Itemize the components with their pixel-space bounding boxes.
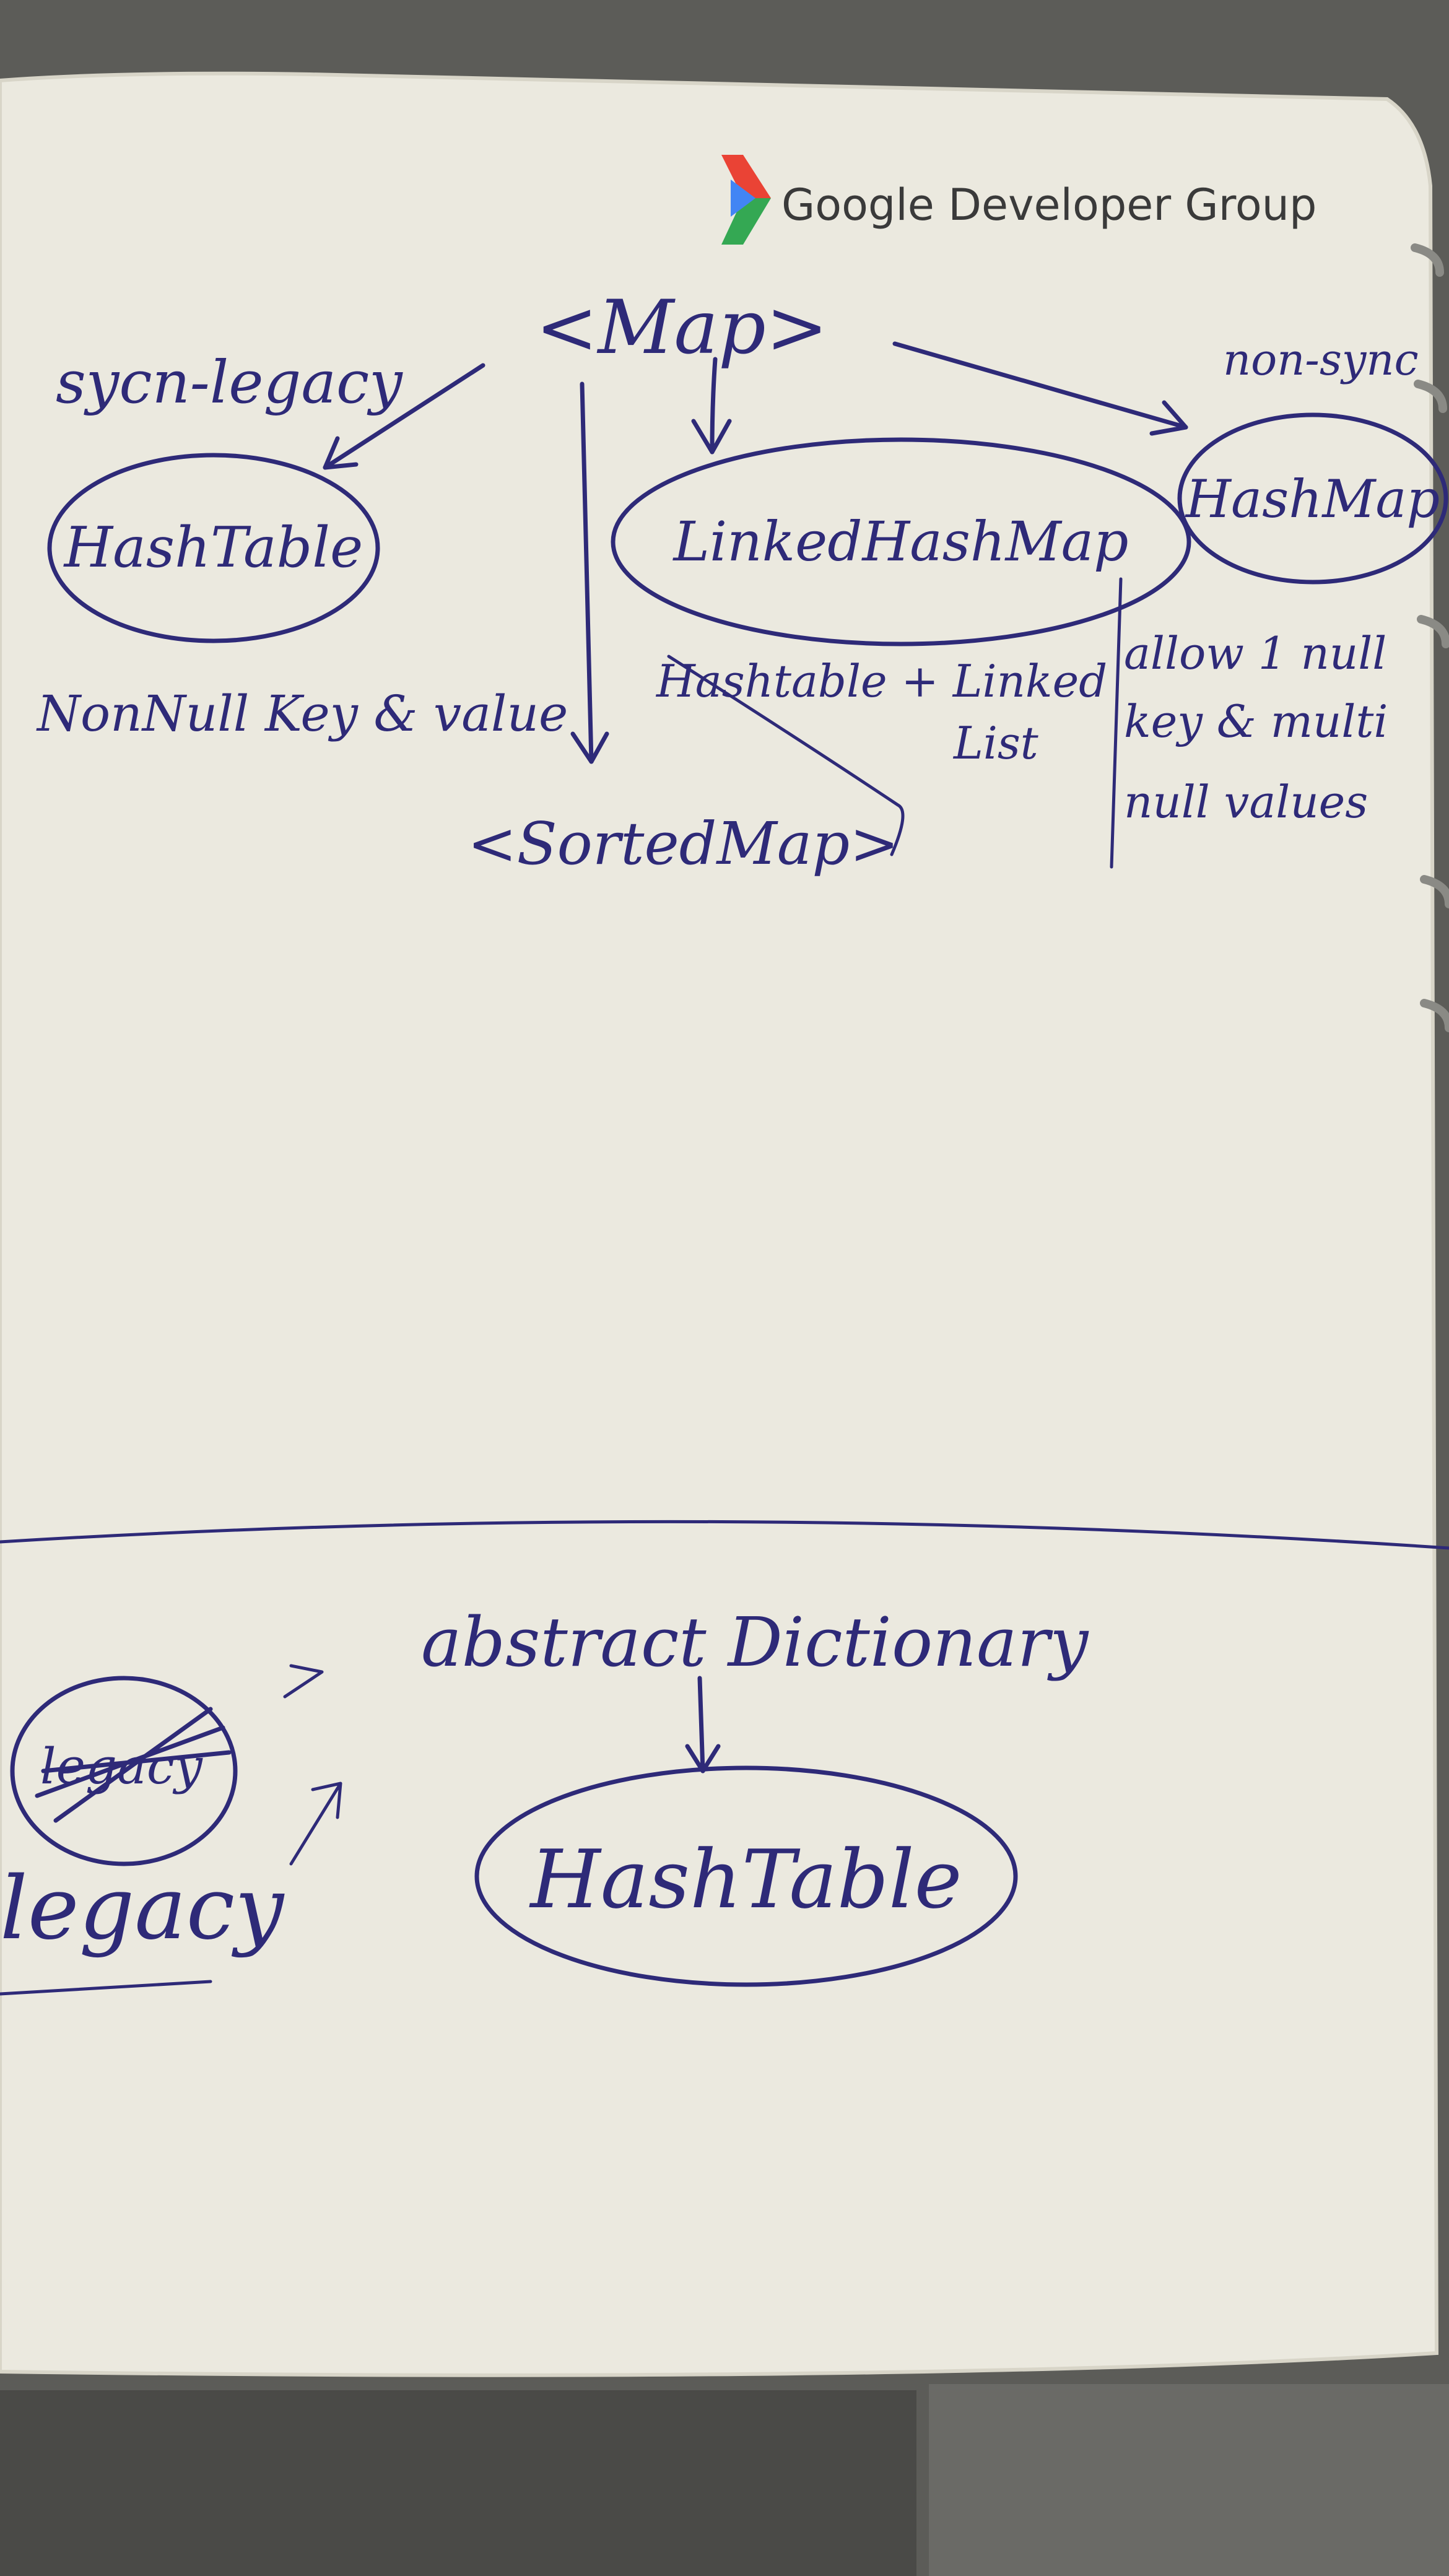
- stray-stroke: [667, 655, 905, 856]
- hashmap-note-line1: allow 1 null: [1124, 627, 1386, 679]
- arrowhead-sorted: [570, 731, 609, 764]
- chevron-logo-icon: [721, 155, 771, 198]
- hashtable-oval: [47, 453, 380, 643]
- sync-legacy-label: sycn-legacy: [56, 349, 403, 417]
- hashtable-note: NonNull Key & value: [36, 685, 568, 742]
- notebook-page: [0, 73, 1437, 2375]
- arrow-to-sorted: [580, 381, 594, 764]
- bottom-hashtable-oval: [474, 1765, 1018, 1987]
- arrow-to-hashtable: [323, 363, 485, 470]
- linked-oval: [611, 437, 1191, 646]
- linked-note-line1: Hashtable + Linked: [655, 655, 1107, 707]
- bottom-diagram: abstract Dictionary HashTable legacy leg…: [0, 1603, 1089, 1996]
- arrow-to-linked: [710, 357, 718, 455]
- small-arrow-2: [289, 1782, 342, 1866]
- small-arrow-1: [283, 1664, 324, 1699]
- hashmap-node: HashMap: [1185, 469, 1440, 529]
- abstract-dictionary-label: abstract Dictionary: [421, 1603, 1089, 1682]
- scribble-out: [35, 1707, 232, 1823]
- gdg-logo: Google Developer Group: [721, 155, 1316, 245]
- chevron-logo-lower: [721, 198, 771, 245]
- bottom-hashtable-node: HashTable: [529, 1832, 962, 1926]
- chevron-logo-mid: [731, 180, 755, 217]
- non-sync-label: non-sync: [1223, 334, 1419, 385]
- page-edge: [0, 71, 1439, 2377]
- hashmap-oval: [1177, 412, 1448, 585]
- arrow-to-hashtable-bottom: [697, 1676, 705, 1773]
- arrowhead-bottom: [685, 1744, 721, 1773]
- arrow-to-hashmap: [892, 341, 1188, 430]
- section-divider: [0, 1520, 1449, 1550]
- floor-tile: [929, 2384, 1449, 2576]
- divider-stroke: [1110, 577, 1123, 869]
- legacy-underline: [0, 1980, 212, 1996]
- hashmap-note-line3: null values: [1124, 776, 1368, 828]
- top-diagram: <Map> sycn-legacy HashTable NonNull Key …: [36, 285, 1448, 878]
- arrowhead-linked: [691, 419, 732, 455]
- linked-hashmap-node: LinkedHashMap: [672, 510, 1129, 573]
- hashtable-node: HashTable: [63, 515, 363, 580]
- linked-note-line2: List: [952, 717, 1039, 769]
- arrowhead-hashtable: [323, 436, 359, 470]
- sorted-map-node: <SortedMap>: [468, 810, 899, 878]
- floor-shadow: [0, 2390, 916, 2576]
- legacy-label: legacy: [0, 1858, 285, 1959]
- hashmap-note-line2: key & multi: [1124, 695, 1388, 747]
- arrowhead-hashmap: [1149, 400, 1188, 436]
- map-root-label: <Map>: [536, 285, 828, 371]
- crossed-oval: [10, 1676, 238, 1866]
- brand-name: Google Developer Group: [781, 180, 1316, 230]
